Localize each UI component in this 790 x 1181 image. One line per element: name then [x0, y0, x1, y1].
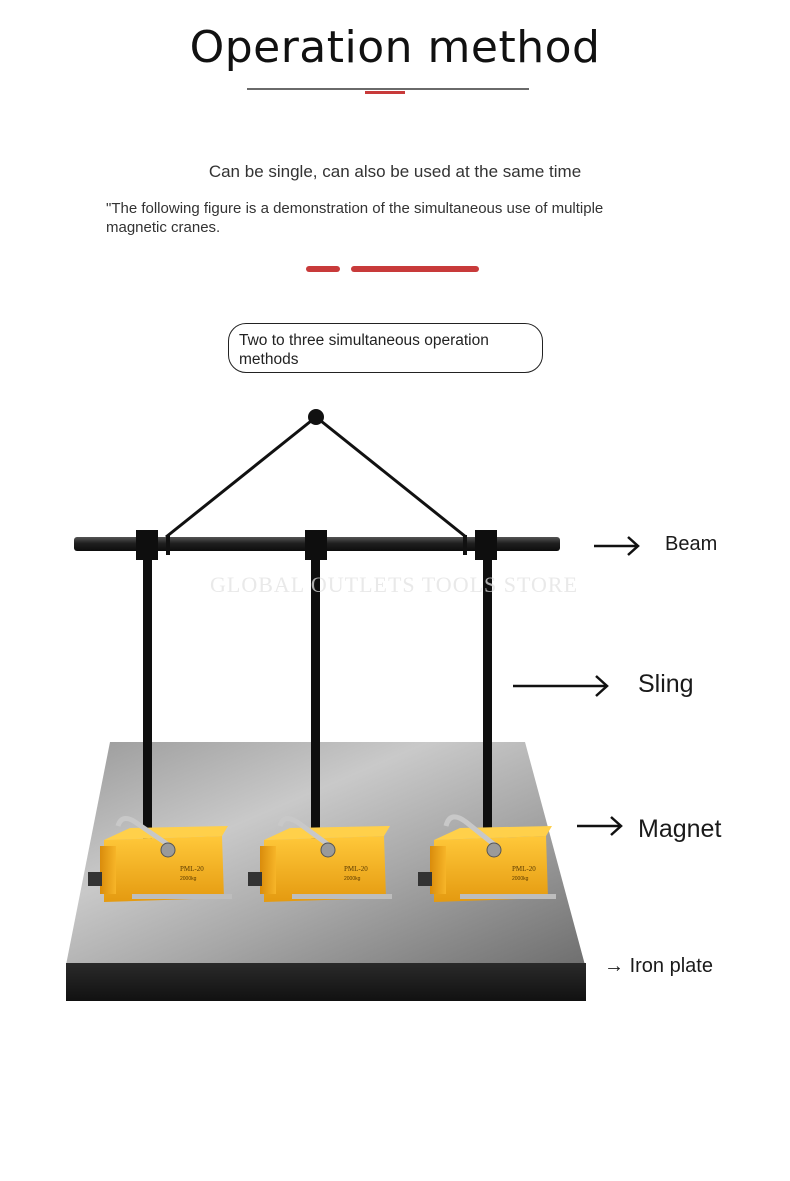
iron-plate-front	[66, 963, 586, 1001]
hook-point	[308, 409, 324, 425]
arrow-sling-icon	[513, 675, 609, 697]
label-iron-plate-text: Iron plate	[629, 955, 713, 977]
beam-tick-left	[166, 535, 170, 555]
beam-clamp-1	[136, 530, 158, 560]
sling-3	[483, 555, 492, 840]
callout-pill: Two to three simultaneous operation meth…	[228, 323, 543, 373]
magnet-2-capacity-text: 2000kg	[344, 876, 361, 882]
beam-clamp-2	[305, 530, 327, 560]
magnet-1: PML-20 2000kg	[88, 816, 232, 902]
description: "The following figure is a demonstration…	[106, 200, 604, 236]
hook-line-right	[315, 415, 467, 539]
label-iron-plate: → Iron plate	[604, 955, 713, 978]
magnet-3-model-text: PML-20	[512, 865, 536, 873]
subtitle: Can be single, can also be used at the s…	[208, 162, 582, 181]
magnet-1-model-text: PML-20	[180, 865, 204, 873]
magnet-3: PML-20 2000kg	[418, 814, 556, 902]
hook-line-left	[165, 415, 317, 539]
beam-tick-right	[463, 535, 467, 555]
divider-accent-short	[306, 266, 340, 272]
sling-1	[143, 555, 152, 840]
title-underline-accent	[365, 91, 405, 94]
magnet-3-capacity-text: 2000kg	[512, 876, 529, 882]
label-beam: Beam	[665, 533, 718, 555]
sling-2	[311, 555, 320, 840]
page-title: Operation method	[189, 22, 601, 73]
arrow-beam-icon	[594, 536, 640, 556]
divider-accent-long	[351, 266, 479, 272]
watermark: GLOBAL OUTLETS TOOLS STORE	[210, 572, 579, 597]
magnet-1-capacity-text: 2000kg	[180, 876, 197, 882]
arrow-iron-plate-icon: →	[604, 955, 630, 977]
arrow-magnet-icon	[577, 816, 623, 836]
title-underline	[247, 88, 529, 90]
label-magnet: Magnet	[638, 815, 722, 843]
label-sling: Sling	[638, 670, 694, 698]
magnet-2-model-text: PML-20	[344, 865, 368, 873]
magnet-2: PML-20 2000kg	[248, 816, 392, 902]
beam-clamp-3	[475, 530, 497, 560]
